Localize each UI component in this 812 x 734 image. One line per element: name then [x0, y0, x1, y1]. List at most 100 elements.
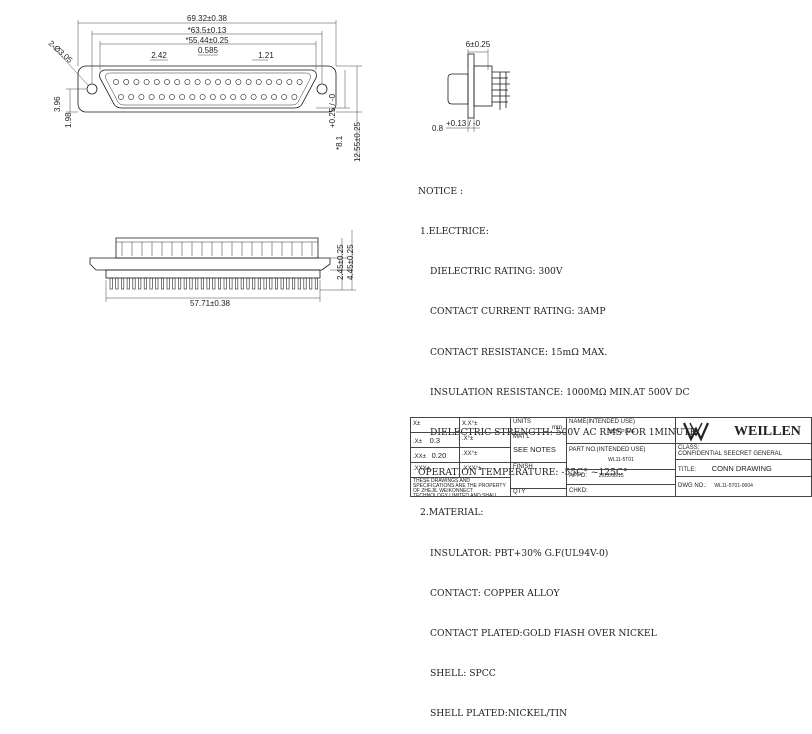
top-view: 69.32±0.38 *63.5±0.13 *55.44±0.25 2.42 0…: [47, 14, 362, 162]
front-pin: [155, 277, 159, 290]
pin-array: [113, 79, 303, 100]
class-label: CLASS:: [678, 445, 700, 451]
pin-top: [286, 79, 293, 85]
note-material-2: CONTACT: COPPER ALLOY: [430, 587, 560, 599]
front-pin: [132, 277, 136, 290]
units-label: UNITS: [513, 419, 531, 425]
tol-x-deg: X.X°±: [459, 417, 511, 433]
front-pin: [274, 277, 278, 290]
tol-xxx-value: 0.20: [431, 451, 447, 460]
dwg-value: WL11-5T01-0004: [714, 483, 753, 489]
front-insulator: [105, 269, 321, 279]
front-pin: [143, 277, 147, 290]
dim-left-h2: 1.98: [64, 112, 73, 128]
front-pin: [309, 277, 313, 290]
pin-top: [174, 79, 181, 85]
matl-cell: MAT'L SEE NOTES: [510, 432, 567, 463]
dim-height-inner-tol: +0.25 / -0: [328, 93, 337, 128]
front-pin: [303, 277, 307, 290]
name-value: DB37 PLUG: [607, 429, 635, 435]
front-pin: [252, 277, 256, 290]
front-pin: [138, 277, 142, 290]
dim-pitch-right: 1.21: [258, 51, 274, 60]
dim-front-h2: 4.45±0.25: [346, 244, 355, 280]
appd-cell: APPD: 2022/08/15: [566, 469, 676, 485]
pin-bottom: [230, 94, 237, 100]
pin-top: [276, 79, 283, 85]
tol-xxxx: .XXX±: [410, 462, 460, 478]
pin-bottom: [250, 94, 257, 100]
pin-bottom: [179, 94, 186, 100]
class-cell: CLASS: CONFIDENTIAL SEECRET GENERAL: [675, 443, 812, 460]
front-pin: [115, 277, 119, 290]
front-pin: [126, 277, 130, 290]
pin-bottom: [189, 94, 196, 100]
units-value: mm: [552, 425, 562, 431]
pin-bottom: [291, 94, 298, 100]
front-pin: [206, 277, 210, 290]
dim-width-2: *63.5±0.13: [188, 26, 227, 35]
front-pin: [149, 277, 153, 290]
pin-top: [113, 79, 119, 85]
d-shell-inner: [105, 72, 311, 106]
dim-side-bottom-tol: +0.13 / -0: [446, 119, 481, 128]
brand-cell: WEILLEN: [675, 417, 812, 444]
note-material-4: SHELL: SPCC: [430, 668, 496, 680]
side-view: 6±0.25 0.8 +0.13 / -0: [432, 40, 510, 133]
side-body: [473, 65, 493, 107]
part-value: WL11-5T01: [608, 457, 634, 463]
pin-bottom: [220, 94, 226, 100]
notes-heading: NOTICE :: [418, 185, 464, 197]
dim-pitch-row: 2.42: [151, 51, 167, 60]
weillen-logo-icon: [682, 422, 710, 442]
pin-bottom: [118, 94, 124, 100]
note-electric-2: CONTACT CURRENT RATING: 3AMP: [430, 306, 606, 318]
pin-top: [204, 79, 211, 85]
front-pin: [246, 277, 250, 290]
dim-front-width: 57.71±0.38: [190, 299, 231, 308]
matl-value: SEE NOTES: [513, 445, 556, 454]
pin-top: [245, 79, 252, 85]
note-material-5: SHELL PLATED:NICKEL/TIN: [430, 708, 568, 720]
pin-top: [133, 79, 140, 85]
name-cell: NAME(INTENDED USE) DB37 PLUG: [566, 417, 676, 444]
front-pin: [172, 277, 176, 290]
d-shell-outer: [99, 69, 317, 109]
front-pin: [269, 277, 273, 290]
front-pin: [229, 277, 233, 290]
front-pin: [292, 277, 296, 290]
note-electric-4: INSULATION RESISTANCE: 1000MΩ MIN.AT 500…: [430, 386, 690, 398]
dim-height-inner: *8.1: [335, 135, 344, 150]
dim-hole-dia: 2-Ø3.05: [47, 39, 75, 65]
tol-xxxx-deg: .XXX°±: [459, 462, 511, 478]
front-pin: [286, 277, 290, 290]
name-label: NAME(INTENDED USE): [569, 419, 636, 425]
pin-top: [235, 79, 242, 85]
finish-cell: FINISH: [510, 462, 567, 489]
dim-overall-width: 69.32±0.38: [187, 14, 228, 23]
technical-drawing: 69.32±0.38 *63.5±0.13 *55.44±0.25 2.42 0…: [47, 14, 510, 308]
dim-front-h1: 2.45±0.25: [336, 244, 345, 280]
dwg-cell: DWG NO.: WL11-5T01-0004: [675, 476, 812, 497]
front-pin: [314, 277, 318, 290]
pin-top: [215, 79, 221, 85]
matl-label: MAT'L: [513, 434, 530, 440]
pin-top: [123, 79, 130, 85]
title-value: CONN DRAWING: [711, 464, 772, 473]
disclaimer: THESE DRAWINGS AND SPECIFICATIONS ARE TH…: [410, 477, 511, 497]
tol-xxx-deg: .XX°±: [459, 447, 511, 463]
mount-hole-right: [316, 83, 328, 95]
pin-top: [143, 79, 150, 85]
front-pin: [263, 277, 267, 290]
tol-xx-deg: .X°±: [459, 432, 511, 448]
notes-section-electric: 1.ELECTRICE:: [420, 226, 489, 238]
appd-value: 2022/08/15: [598, 473, 624, 479]
title-label: TITLE:: [678, 467, 697, 473]
dim-left-h1: 3.96: [53, 96, 62, 112]
pin-bottom: [169, 94, 175, 100]
pin-bottom: [281, 94, 288, 100]
front-pin: [183, 277, 187, 290]
front-pin: [121, 277, 125, 290]
note-electric-1: DIELECTRIC RATING: 300V: [430, 266, 563, 278]
front-pin: [257, 277, 261, 290]
